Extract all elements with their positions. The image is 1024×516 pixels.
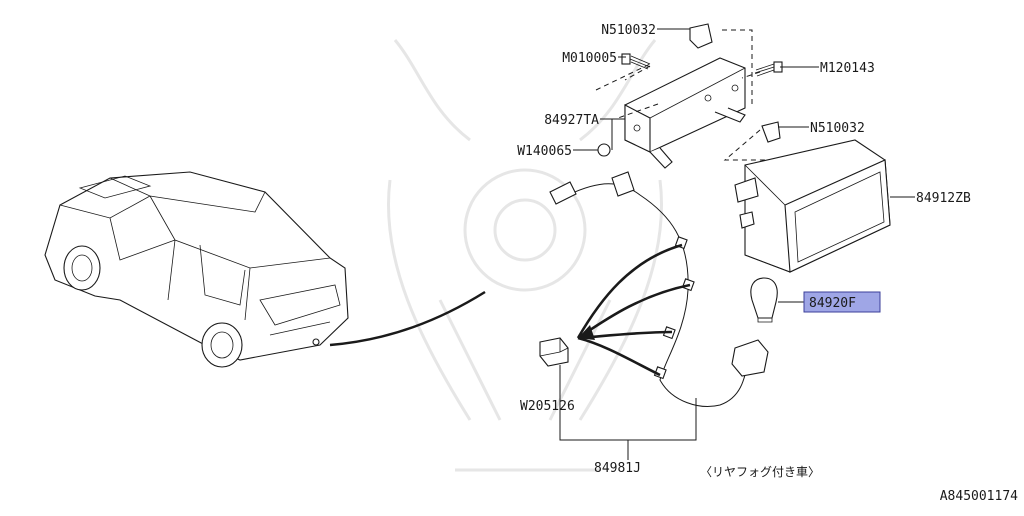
label-m010005[interactable]: M010005 <box>562 51 617 66</box>
bolt-m120143 <box>754 61 783 77</box>
label-m120143[interactable]: M120143 <box>820 61 875 76</box>
label-84981j[interactable]: 84981J <box>594 461 641 476</box>
harness-84981j <box>549 171 769 407</box>
clip-n510032-top <box>689 23 713 49</box>
clip-location-arrows <box>576 243 691 377</box>
car-illustration <box>44 171 349 368</box>
label-n510032-mid[interactable]: N510032 <box>810 121 865 136</box>
label-84912zb[interactable]: 84912ZB <box>916 191 971 206</box>
fog-lamp-84912zb <box>734 139 891 273</box>
bulb-84920f <box>750 277 778 323</box>
rear-fog-pointer <box>329 290 486 347</box>
vehicle-note: 〈リヤフォグ付き車〉 <box>700 465 820 479</box>
diagram-id: A845001174 <box>940 489 1018 504</box>
label-84927ta[interactable]: 84927TA <box>544 113 599 128</box>
label-w205126[interactable]: W205126 <box>520 399 575 414</box>
label-n510032-top[interactable]: N510032 <box>601 23 656 38</box>
clip-w205126 <box>539 337 569 367</box>
arrow-head <box>578 325 595 340</box>
leader-lines <box>559 28 915 460</box>
clip-n510032-mid <box>761 121 781 143</box>
label-84920f[interactable]: 84920F <box>809 296 856 311</box>
washer-w140065 <box>597 143 611 157</box>
assembly-dashes <box>595 29 775 161</box>
label-w140065[interactable]: W140065 <box>517 144 572 159</box>
bolt-m010005 <box>621 53 651 70</box>
bracket-84927ta <box>624 57 746 169</box>
highlight-84920f <box>803 291 881 313</box>
